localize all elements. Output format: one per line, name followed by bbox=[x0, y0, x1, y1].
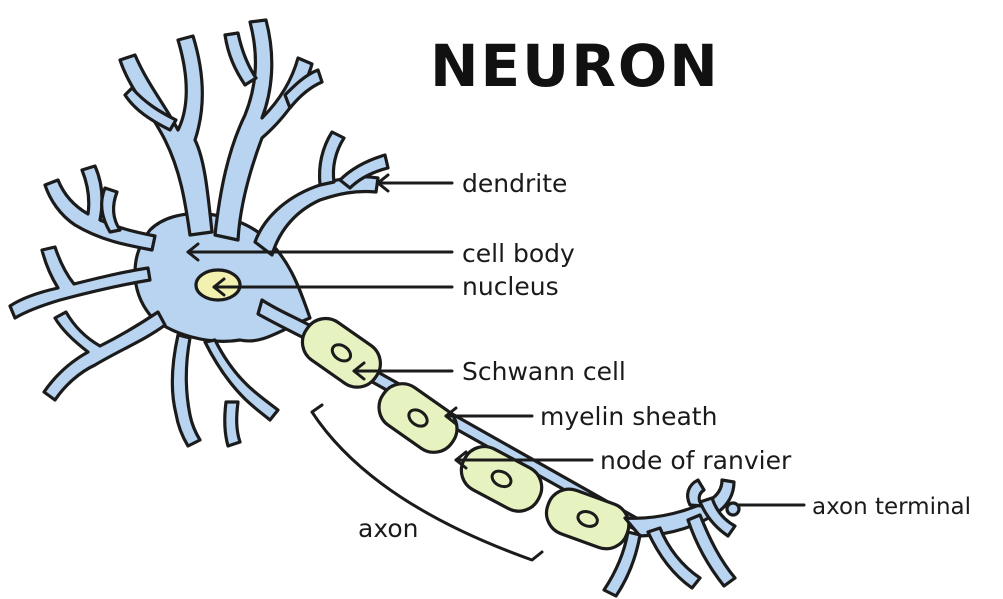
schwann-cell-4 bbox=[540, 483, 635, 555]
dendrites bbox=[10, 20, 388, 446]
cell-body bbox=[10, 20, 388, 446]
label-axon-terminal: axon terminal bbox=[812, 494, 971, 520]
label-nucleus: nucleus bbox=[462, 272, 559, 301]
label-axon: axon bbox=[358, 514, 419, 543]
diagram-title: NEURON bbox=[430, 32, 720, 100]
label-myelin-sheath: myelin sheath bbox=[540, 402, 717, 431]
label-dendrite: dendrite bbox=[462, 169, 567, 198]
label-schwann-cell: Schwann cell bbox=[462, 357, 626, 386]
label-node-of-ranvier: node of ranvier bbox=[600, 446, 792, 475]
label-cell-body: cell body bbox=[462, 239, 575, 268]
